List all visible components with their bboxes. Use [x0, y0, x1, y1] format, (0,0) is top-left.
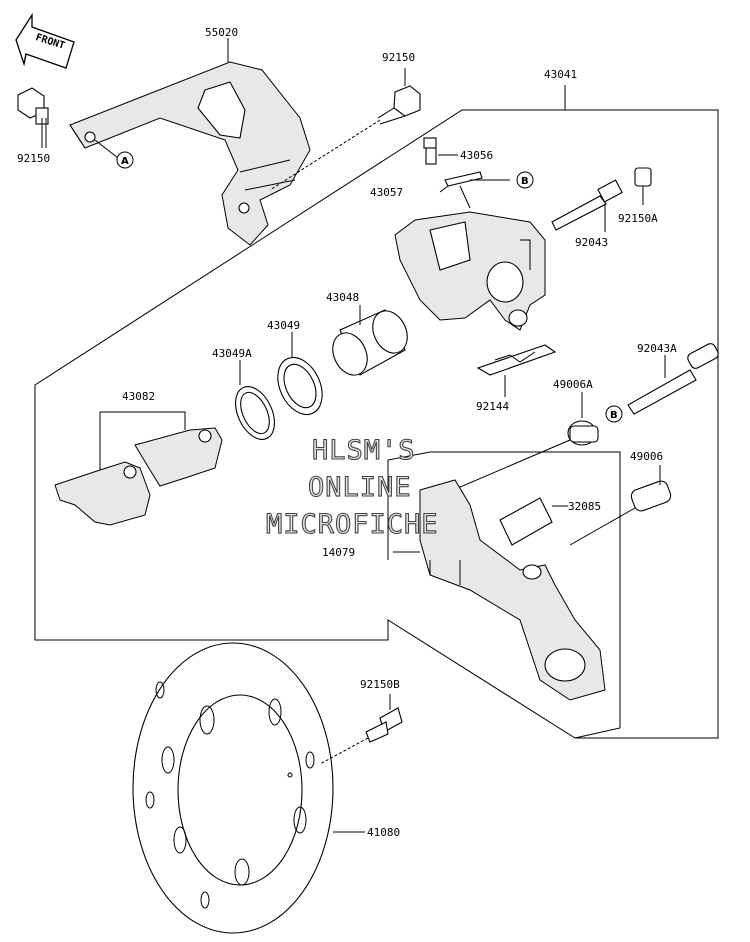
pin-92043: [551, 179, 623, 232]
label-43048: 43048: [326, 291, 359, 304]
label-43057: 43057: [370, 186, 403, 199]
watermark-line-3: MICROFICHE: [266, 509, 439, 540]
label-92150A: 92150A: [618, 212, 658, 225]
label-92043: 92043: [575, 236, 608, 249]
callout-b-top: [516, 171, 534, 189]
callout-b-mid: [605, 405, 623, 423]
label-43056: 43056: [460, 149, 493, 162]
spring-92144: [476, 344, 557, 397]
holder-14079: [393, 479, 606, 701]
callout-a-label: A: [121, 156, 129, 167]
label-32085: 32085: [568, 500, 601, 513]
pin-92043A: [627, 343, 719, 415]
label-43041: 43041: [544, 68, 577, 81]
label-92144: 92144: [476, 400, 509, 413]
label-14079: 14079: [322, 546, 355, 559]
label-49006: 49006: [630, 450, 663, 463]
seal-43049A: [235, 360, 275, 440]
assy-outline: [34, 109, 719, 739]
pads-43082: [54, 411, 223, 526]
spring-32085: [499, 497, 568, 546]
holder-box: [387, 451, 621, 739]
label-55020: 55020: [205, 26, 238, 39]
bleeder-43056: [423, 137, 458, 165]
boot-49006A: [429, 392, 599, 501]
boot-49006: [569, 465, 672, 546]
label-43082: 43082: [122, 390, 155, 403]
watermark-line-1: HLSM'S: [312, 435, 416, 466]
bolt-92150-left: [17, 87, 49, 148]
bolt-92150B: [319, 694, 403, 765]
seal-43049: [277, 332, 323, 416]
label-43049: 43049: [267, 319, 300, 332]
callout-a: [116, 151, 134, 169]
watermark-line-2: ONLINE: [308, 472, 412, 503]
clip-43057: [439, 171, 510, 209]
bracket-55020: [69, 38, 311, 246]
cap-92150A: [634, 167, 652, 205]
label-92043A: 92043A: [637, 342, 677, 355]
bolt-92150-top: [269, 68, 421, 191]
disc-41080: [132, 642, 365, 934]
label-92150-top: 92150: [382, 51, 415, 64]
label-49006A: 49006A: [553, 378, 593, 391]
front-arrow-icon: FRONT: [15, 12, 75, 69]
caliper-body: [394, 211, 546, 331]
label-43049A: 43049A: [212, 347, 252, 360]
piston-43048: [332, 305, 408, 376]
label-41080: 41080: [367, 826, 400, 839]
callout-b-top-label: B: [521, 176, 529, 187]
label-92150-left: 92150: [17, 152, 50, 165]
callout-b-mid-label: B: [610, 410, 618, 421]
label-92150B: 92150B: [360, 678, 400, 691]
